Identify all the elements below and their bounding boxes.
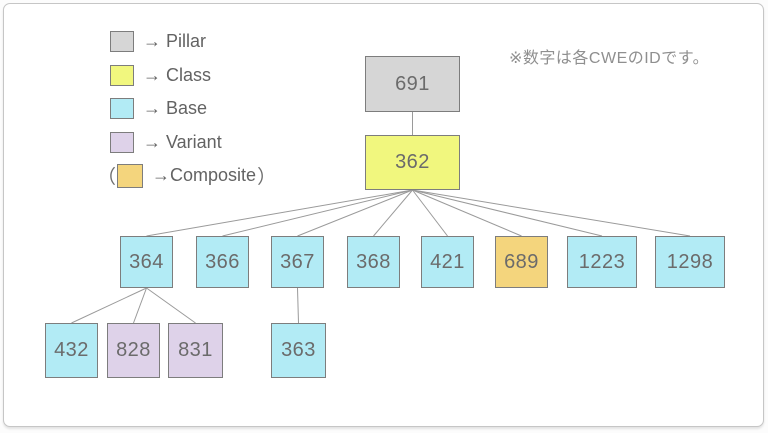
legend-item-variant: → Variant [96,131,277,153]
legend-item-base: → Base [96,98,277,119]
legend-item-class: → Class [96,64,277,86]
tree-node-689: 689 [495,236,548,288]
legend-label-class: → Class [143,64,212,85]
legend-label-composite: →Composite [152,165,257,185]
legend-item-pillar: → Pillar [96,31,277,52]
tree-node-364: 364 [120,236,173,288]
tree-node-432: 432 [45,323,98,378]
tree-node-691: 691 [365,56,460,112]
legend-label-variant: → Variant [143,131,222,152]
close-paren: ） [257,167,277,188]
legend-label-pillar: → Pillar [143,31,207,51]
legend: → Pillar → Class → Base → Variant （ →Com… [96,31,277,199]
variant-swatch-icon [110,131,134,153]
tree-node-421: 421 [421,236,474,288]
legend-label-base: → Base [143,98,208,118]
tree-node-363: 363 [271,323,326,378]
legend-item-composite: （ →Composite ） [96,163,277,188]
tree-node-362: 362 [365,135,460,190]
composite-swatch-icon [117,163,144,188]
open-paren: （ [97,167,117,188]
pillar-swatch-icon [110,31,134,52]
tree-node-828: 828 [107,323,160,378]
tree-node-367: 367 [271,236,324,288]
base-swatch-icon [110,98,134,119]
tree-node-1223: 1223 [567,236,637,288]
tree-node-366: 366 [196,236,249,288]
class-swatch-icon [110,64,134,86]
cwe-id-note: ※数字は各CWEのIDです。 [509,50,710,67]
tree-node-831: 831 [168,323,223,378]
tree-node-1298: 1298 [655,236,725,288]
tree-node-368: 368 [347,236,400,288]
